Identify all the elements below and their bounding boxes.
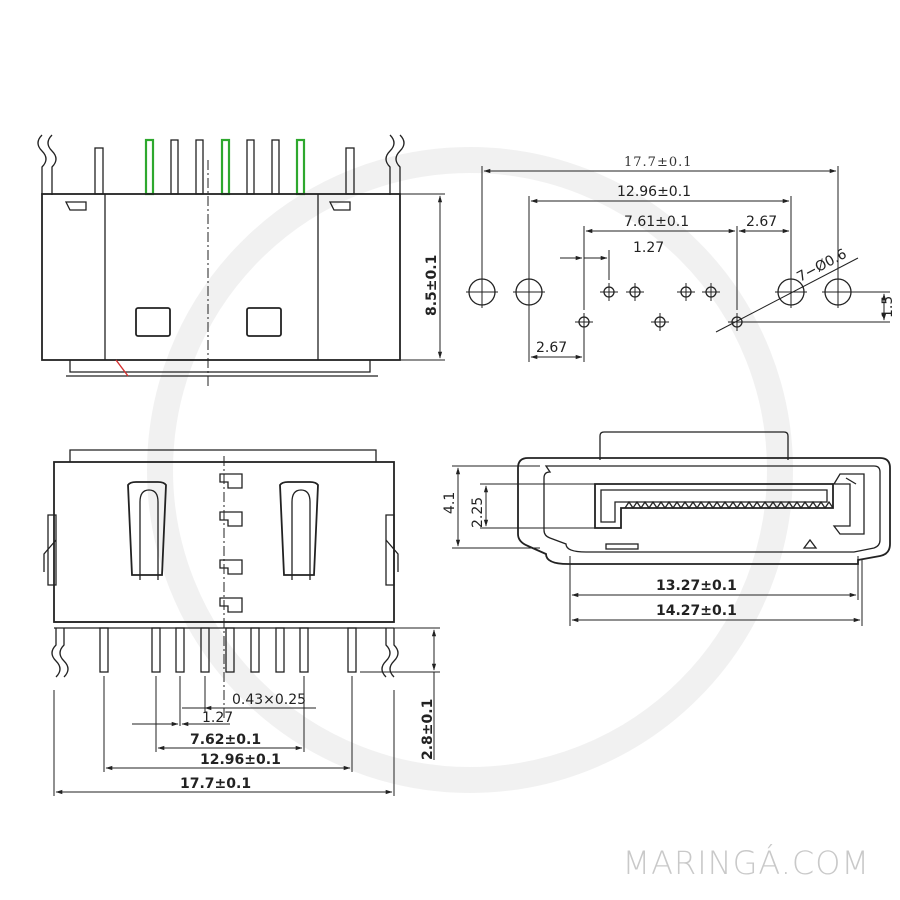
dim-opening-height: 4.1 [442, 492, 458, 514]
front-view-bottom-left: 0.43×0.25 1.27 7.62±0.1 12.96±0.1 17.7±0… [43, 449, 440, 796]
dim-right-offset: 2.67 [746, 214, 777, 230]
front-view-top-left: 8.5±0.1 [37, 134, 445, 386]
dim-pitch-inner: 7.61±0.1 [624, 214, 689, 230]
dim-pin-size: 0.43×0.25 [232, 692, 306, 708]
dim-height: 8.5±0.1 [424, 255, 440, 316]
dim-pin-length: 2.8±0.1 [420, 699, 436, 760]
dim-pitch-outer: 12.96±0.1 [617, 184, 691, 200]
dim-pin-pitch: 1.27 [633, 240, 664, 256]
dim-span-inner: 7.62±0.1 [190, 732, 261, 748]
watermark-text: MARINGÁ.COM [622, 844, 870, 882]
dim-span-outer: 12.96±0.1 [200, 752, 281, 768]
end-view-bottom-right: 4.1 2.25 13.27±0.1 14.27±0.1 [442, 431, 891, 626]
dim-overall-width: 17.7±0.1 [624, 155, 693, 170]
dim-tongue-height: 2.25 [470, 497, 486, 528]
dim-row-offset: 1.5 [880, 296, 896, 318]
dim-opening-width: 13.27±0.1 [656, 578, 737, 594]
dim-pitch: 1.27 [202, 710, 233, 726]
dim-left-offset: 2.67 [536, 340, 567, 356]
dim-body-width: 14.27±0.1 [656, 603, 737, 619]
watermark-circle [147, 147, 793, 793]
dim-overall-width-bottom: 17.7±0.1 [180, 776, 251, 792]
